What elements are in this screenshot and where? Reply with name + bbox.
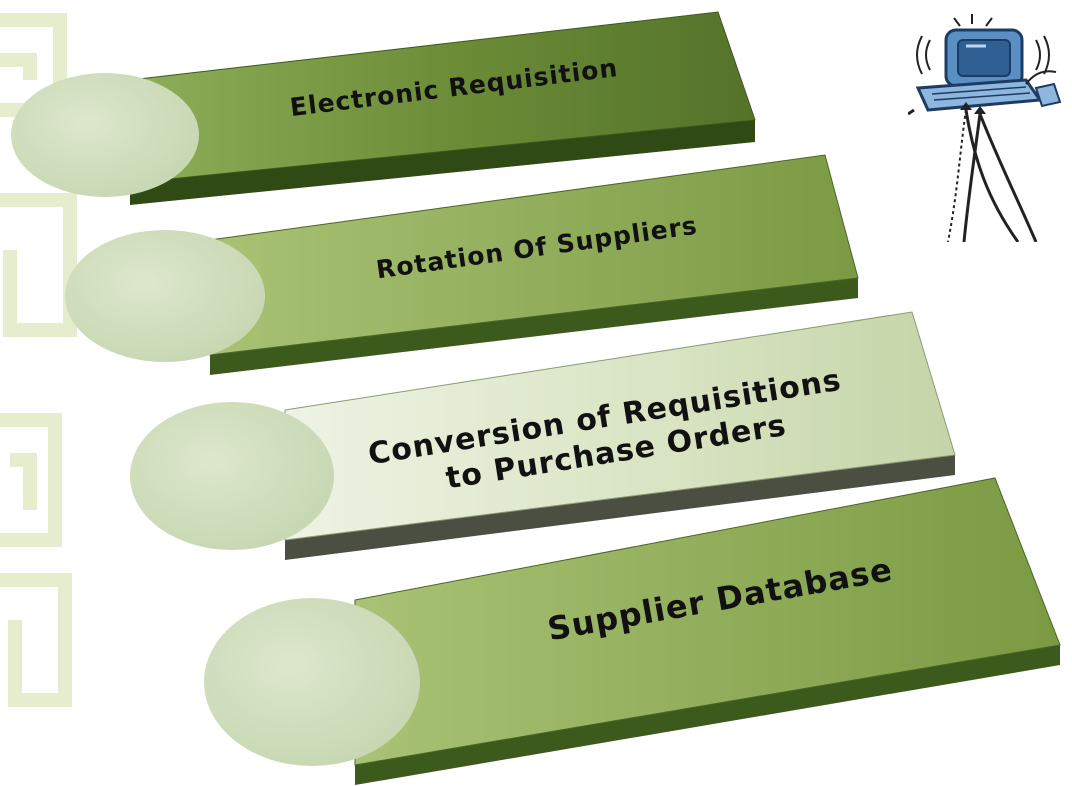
step-1: Electronic Requisition [11,11,756,205]
step-3-circle [130,402,334,550]
step-2: Rotation Of Suppliers [65,154,859,375]
step-4: Supplier Database [204,477,1061,785]
computer-icon [908,14,1062,242]
step-4-circle [204,598,420,766]
step-2-circle [65,230,265,362]
step-1-circle [11,73,199,197]
